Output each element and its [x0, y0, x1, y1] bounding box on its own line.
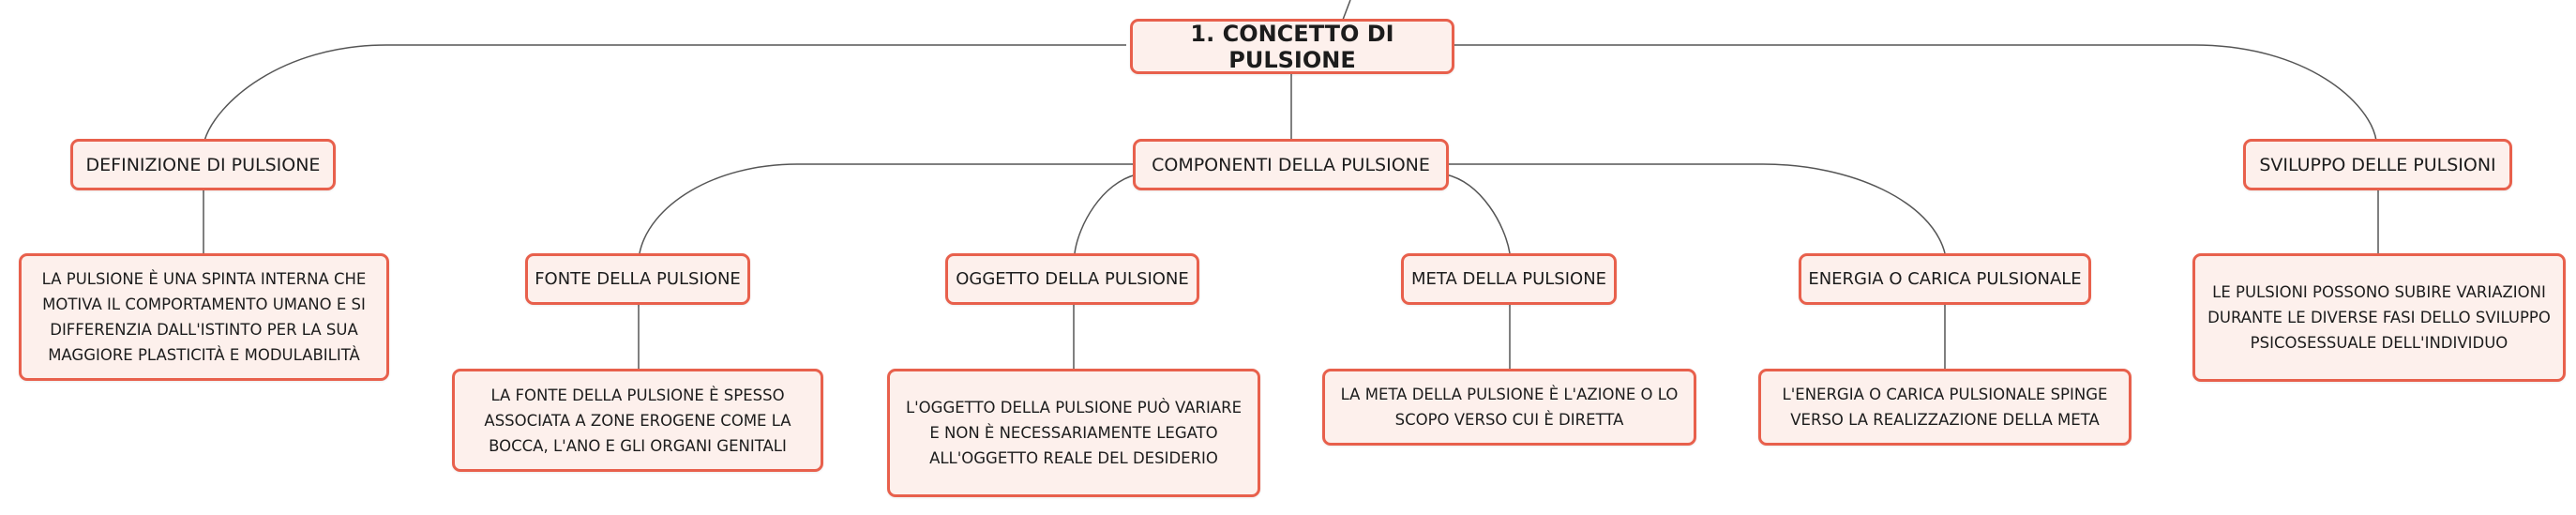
- oggetto-description-text: L'OGGETTO DELLA PULSIONE PUÒ VARIARE E N…: [905, 399, 1243, 467]
- connector-componenti-to-meta: [1445, 174, 1511, 254]
- node-meta-description[interactable]: LA META DELLA PULSIONE È L'AZIONE O LO S…: [1322, 369, 1696, 446]
- node-energia-description[interactable]: L'ENERGIA O CARICA PULSIONALE SPINGE VER…: [1758, 369, 2132, 446]
- node-fonte-label: FONTE DELLA PULSIONE: [535, 269, 741, 289]
- connector-root-to-definizione: [203, 44, 1126, 142]
- energia-description-text: L'ENERGIA O CARICA PULSIONALE SPINGE VER…: [1782, 386, 2108, 429]
- connector-componenti-to-oggetto: [1074, 174, 1137, 254]
- connector-root-to-sviluppo: [1453, 44, 2377, 142]
- node-componenti-label: COMPONENTI DELLA PULSIONE: [1152, 154, 1430, 175]
- node-oggetto-description[interactable]: L'OGGETTO DELLA PULSIONE PUÒ VARIARE E N…: [887, 369, 1260, 497]
- node-definizione-label: DEFINIZIONE DI PULSIONE: [85, 154, 321, 175]
- node-energia[interactable]: ENERGIA O CARICA PULSIONALE: [1799, 253, 2091, 305]
- sviluppo-description-text: LE PULSIONI POSSONO SUBIRE VARIAZIONI DU…: [2207, 283, 2551, 352]
- node-sviluppo-label: SVILUPPO DELLE PULSIONI: [2259, 154, 2496, 175]
- meta-description-text: LA META DELLA PULSIONE È L'AZIONE O LO S…: [1340, 386, 1679, 429]
- root-node[interactable]: 1. CONCETTO DI PULSIONE: [1130, 19, 1454, 74]
- node-definizione-description[interactable]: LA PULSIONE È UNA SPINTA INTERNA CHE MOT…: [19, 253, 389, 381]
- node-energia-label: ENERGIA O CARICA PULSIONALE: [1808, 269, 2082, 289]
- node-sviluppo[interactable]: SVILUPPO DELLE PULSIONI: [2243, 139, 2512, 190]
- node-oggetto[interactable]: OGGETTO DELLA PULSIONE: [945, 253, 1199, 305]
- node-definizione[interactable]: DEFINIZIONE DI PULSIONE: [70, 139, 336, 190]
- node-fonte-description[interactable]: LA FONTE DELLA PULSIONE È SPESSO ASSOCIA…: [452, 369, 823, 472]
- connector-componenti-to-energia: [1449, 163, 1946, 254]
- connector-componenti-to-fonte: [639, 163, 1133, 254]
- node-fonte[interactable]: FONTE DELLA PULSIONE: [525, 253, 750, 305]
- node-componenti[interactable]: COMPONENTI DELLA PULSIONE: [1133, 139, 1449, 190]
- node-oggetto-label: OGGETTO DELLA PULSIONE: [956, 269, 1189, 289]
- connector-parent-to-root: [1342, 0, 1351, 21]
- definizione-description-text: LA PULSIONE È UNA SPINTA INTERNA CHE MOT…: [41, 270, 367, 364]
- root-label: 1. CONCETTO DI PULSIONE: [1190, 20, 1394, 73]
- node-meta-label: META DELLA PULSIONE: [1410, 269, 1607, 289]
- node-meta[interactable]: META DELLA PULSIONE: [1401, 253, 1617, 305]
- node-sviluppo-description[interactable]: LE PULSIONI POSSONO SUBIRE VARIAZIONI DU…: [2192, 253, 2566, 382]
- fonte-description-text: LA FONTE DELLA PULSIONE È SPESSO ASSOCIA…: [484, 386, 791, 455]
